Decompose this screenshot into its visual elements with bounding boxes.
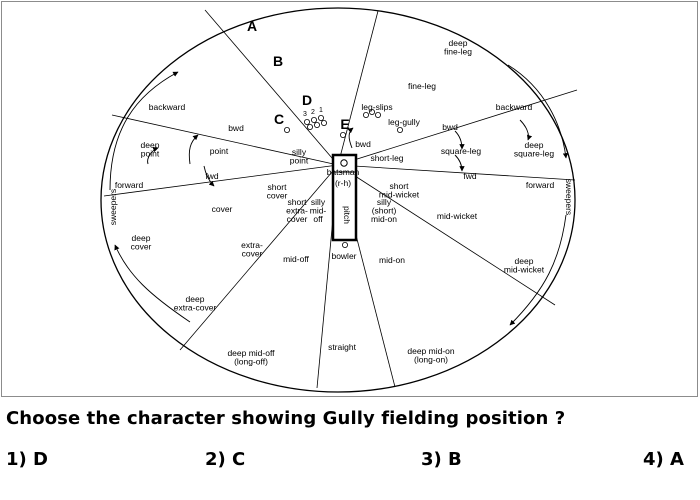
direction-arrow (188, 134, 199, 165)
slip-number-2: 2 (311, 109, 315, 116)
position-label: mid-on (379, 255, 405, 265)
option-1[interactable]: 1) D (6, 449, 48, 470)
letter-b: B (273, 53, 283, 69)
option-4[interactable]: 4) A (643, 449, 684, 470)
position-label: bwd (228, 123, 244, 133)
position-label: short-leg (370, 153, 403, 163)
option-3[interactable]: 3) B (421, 449, 462, 470)
letter-a: A (247, 18, 257, 34)
position-label: fwd (205, 171, 219, 181)
direction-arrow (347, 127, 354, 149)
position-label: square-leg (441, 146, 481, 156)
direction-arrow (114, 244, 191, 323)
position-label: straight (328, 342, 357, 352)
position-label: point (210, 146, 229, 156)
fielder-markers (283, 109, 403, 248)
position-label: mid-wicket (437, 211, 478, 221)
radial-line (204, 9, 339, 166)
direction-arrow (147, 146, 159, 165)
pitch-rect (331, 153, 358, 242)
batsman-marker (340, 159, 348, 167)
fielder-marker (339, 131, 346, 138)
position-label: deep mid-on(long-on) (407, 346, 455, 365)
fielder-marker (310, 117, 317, 124)
position-label: fwd (463, 171, 477, 181)
fielder-marker (341, 241, 348, 248)
radial-line (337, 164, 576, 181)
position-label: cover (212, 204, 233, 214)
option-2[interactable]: 2) C (205, 449, 246, 470)
position-label: deep mid-off(long-off) (227, 348, 275, 367)
position-label: leg-gully (388, 117, 420, 127)
question-text: Choose the character showing Gully field… (6, 408, 566, 429)
position-label: sweepers (108, 189, 118, 225)
position-label: sweepers (564, 179, 574, 215)
direction-arrow (509, 214, 567, 326)
position-label: forward (115, 180, 144, 190)
fielder-marker (313, 122, 320, 129)
position-label: extra-cover (241, 240, 263, 259)
radial-line (179, 164, 339, 351)
letter-d: D (302, 92, 312, 108)
direction-arrow (507, 64, 569, 159)
position-label: forward (526, 180, 555, 190)
direction-arrow (454, 154, 465, 172)
fielder-marker (396, 127, 403, 134)
letter-e: E (340, 116, 349, 132)
boundary (100, 7, 576, 393)
fielder-marker (368, 109, 375, 116)
fielder-marker (320, 120, 327, 127)
batsman-hand-label: (r-h) (335, 178, 351, 188)
direction-arrow (519, 119, 533, 141)
fielder-marker (283, 127, 290, 134)
radial-line (337, 10, 379, 166)
position-label: backward (496, 102, 533, 112)
slip-number-3: 3 (303, 111, 307, 118)
fielder-marker (362, 112, 369, 119)
position-label: bwd (355, 139, 371, 149)
fielder-marker (374, 112, 381, 119)
position-label: silly(short)mid-on (371, 197, 397, 224)
pitch: batsman(r-h) pitch bowler (327, 153, 360, 261)
radial-line (103, 164, 339, 197)
position-label: bwd (442, 122, 458, 132)
bowler-label: bowler (331, 251, 356, 261)
radial-line (337, 89, 578, 166)
radial-line (111, 114, 339, 166)
direction-arrow (109, 71, 179, 191)
batsman-label: batsman (327, 167, 360, 177)
fielder-marker (317, 115, 324, 122)
pitch-label: pitch (342, 206, 352, 224)
fielder-marker (303, 119, 310, 126)
direction-arrow (203, 165, 215, 187)
position-label: leg-slips (361, 102, 392, 112)
radial-line (337, 164, 556, 306)
position-label: backward (149, 102, 186, 112)
position-label: mid-off (283, 254, 309, 264)
letter-c: C (274, 111, 284, 127)
direction-arrow (454, 130, 465, 150)
slip-number-1: 1 (319, 107, 323, 114)
fielder-marker (306, 124, 313, 131)
position-label: fine-leg (408, 81, 436, 91)
